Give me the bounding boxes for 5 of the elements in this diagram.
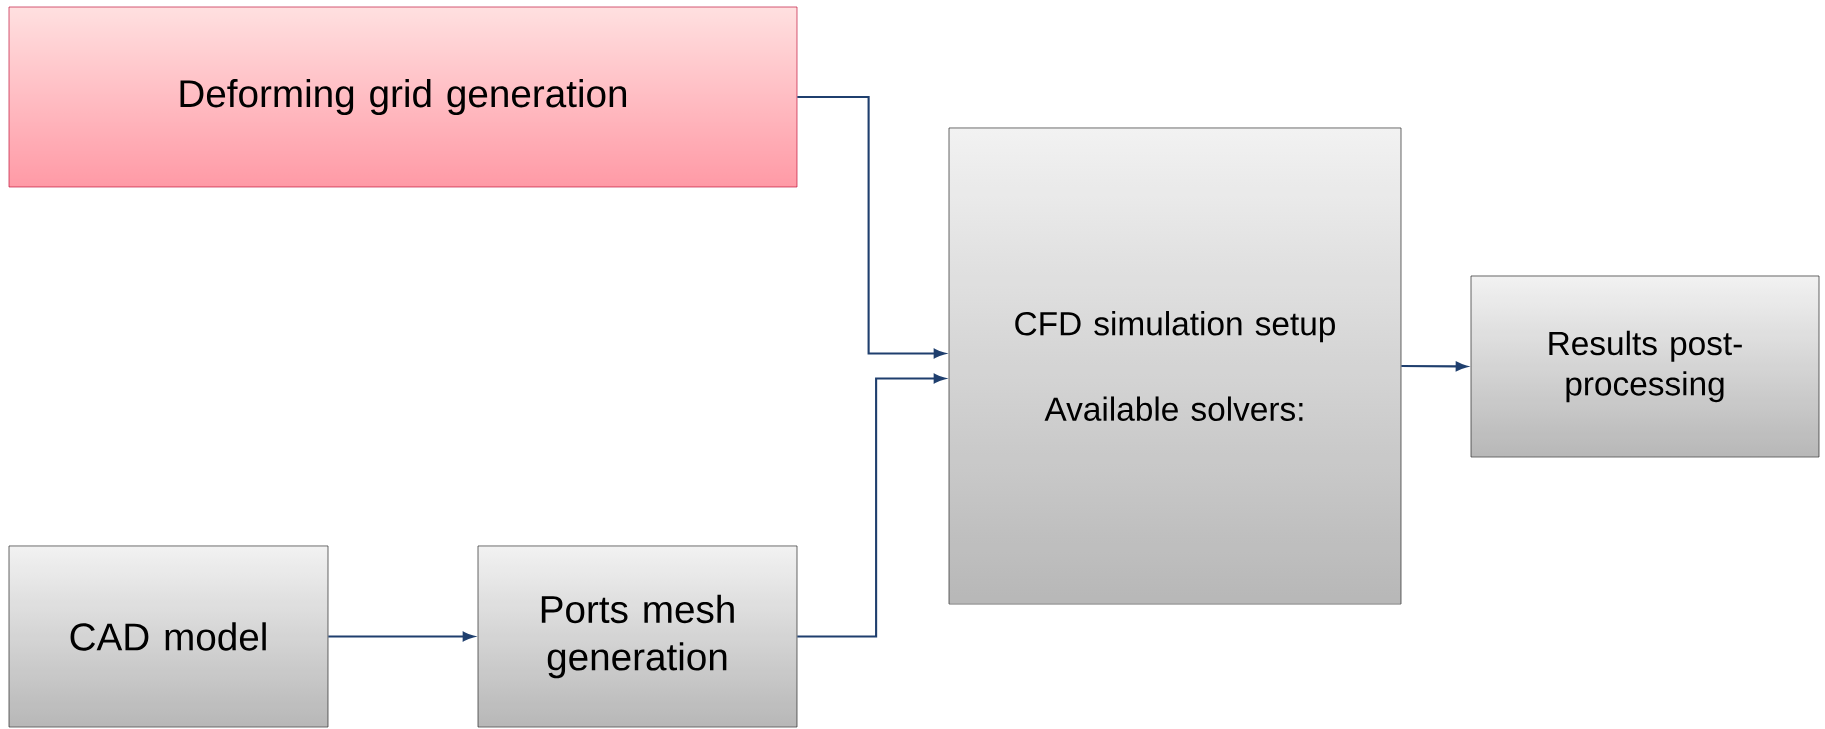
process-box: CFD simulation setup Available solvers:	[948, 127, 1402, 605]
process-box: Ports mesh generation	[477, 545, 798, 728]
process-box: Deforming grid generation	[8, 6, 798, 188]
process-box: CAD model	[8, 545, 329, 728]
process-box: Results post-processing	[1470, 275, 1820, 458]
